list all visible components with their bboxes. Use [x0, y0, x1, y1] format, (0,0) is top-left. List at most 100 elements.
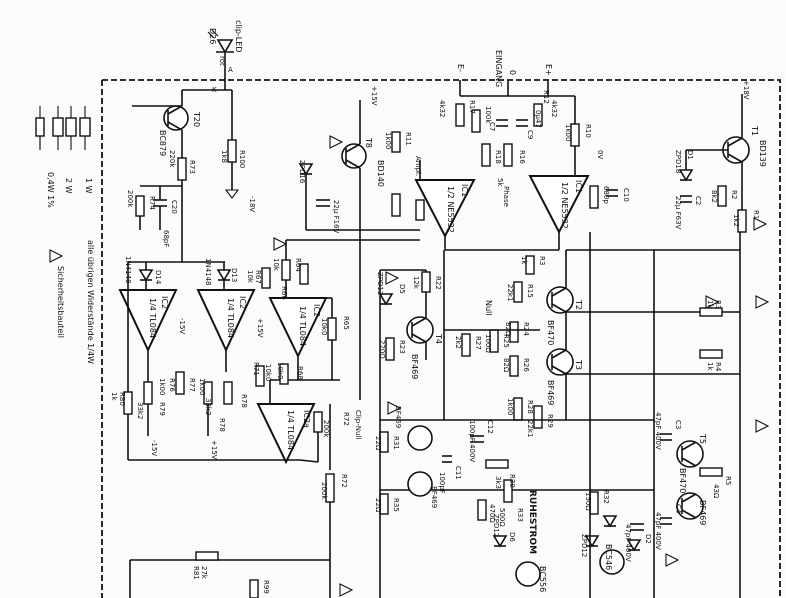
svg-text:12k: 12k — [412, 276, 420, 290]
svg-text:47pF 400V: 47pF 400V — [624, 524, 632, 562]
svg-text:1/4 TL084: 1/4 TL084 — [148, 298, 157, 338]
svg-text:R29: R29 — [546, 414, 554, 428]
transistor-t1: T1 BD139 +18V D1 ZPD18 C2 22μ F63V R1 1k… — [674, 80, 768, 233]
svg-text:IC2: IC2 — [160, 296, 169, 309]
safety-note: Sicherheitsbauteil — [56, 266, 65, 338]
svg-text:-15V: -15V — [150, 440, 158, 456]
svg-text:200k: 200k — [322, 420, 330, 438]
svg-text:R67: R67 — [254, 270, 262, 284]
svg-text:R31: R31 — [392, 436, 400, 450]
svg-text:10k: 10k — [246, 270, 254, 284]
rot-label: rot — [218, 56, 226, 66]
svg-text:22k1: 22k1 — [506, 284, 514, 301]
svg-text:ZPD18: ZPD18 — [674, 150, 682, 173]
svg-text:200k: 200k — [320, 482, 328, 500]
svg-text:1N4148: 1N4148 — [204, 258, 212, 286]
diodes-d14-d13: D14 1N4148 D13 1N4148 — [124, 256, 238, 286]
svg-text:0μ47: 0μ47 — [534, 110, 542, 128]
svg-text:5k: 5k — [496, 178, 504, 187]
svg-text:BF469: BF469 — [394, 406, 402, 428]
transistor-t2: T2 BF470 — [546, 250, 583, 345]
svg-text:BD140: BD140 — [376, 160, 385, 187]
svg-text:BD139: BD139 — [758, 140, 767, 167]
svg-text:BC879: BC879 — [158, 130, 167, 156]
resistor-r100: R100 1k8 -18V — [220, 90, 256, 212]
svg-text:R28: R28 — [526, 400, 534, 414]
svg-text:BF469: BF469 — [430, 486, 438, 508]
svg-text:R64: R64 — [294, 258, 302, 272]
opamp-ic2a: 1/4 TL084 IC2a R71 10k0 R68 10k0 R72 200… — [252, 362, 362, 598]
svg-text:C4: C4 — [674, 504, 682, 514]
svg-text:R18: R18 — [494, 150, 502, 164]
svg-text:1k00: 1k00 — [506, 398, 514, 415]
svg-text:C11: C11 — [454, 466, 462, 480]
svg-text:R80: R80 — [118, 392, 126, 406]
svg-text:R22: R22 — [434, 276, 442, 290]
svg-text:T1: T1 — [750, 125, 759, 136]
r74-c20: R74 200k C20 68pF — [126, 185, 182, 247]
input-section: EINGANG E- E+ 0 4k32 R17 R12 4k32 100k R… — [438, 50, 558, 207]
svg-text:EINGANG: EINGANG — [494, 50, 503, 87]
svg-text:220k: 220k — [168, 150, 176, 168]
transistor-t8: T8 BD140 +15V — [341, 86, 385, 230]
svg-text:-15V: -15V — [178, 318, 186, 334]
svg-text:Phase: Phase — [502, 186, 510, 207]
svg-text:R16: R16 — [518, 150, 526, 164]
svg-text:200k: 200k — [126, 190, 134, 208]
svg-text:1k: 1k — [520, 256, 528, 265]
svg-text:10k: 10k — [272, 258, 280, 272]
svg-text:D13: D13 — [230, 268, 238, 282]
svg-text:ZPD16: ZPD16 — [298, 160, 306, 184]
svg-text:R17: R17 — [468, 100, 476, 114]
svg-text:IC1: IC1 — [574, 180, 583, 193]
svg-text:IC2a: IC2a — [302, 410, 311, 428]
svg-text:ZPD12: ZPD12 — [492, 514, 500, 537]
svg-text:1/4 TL084: 1/4 TL084 — [298, 306, 307, 346]
svg-text:470Ω: 470Ω — [488, 504, 496, 523]
svg-text:100pF 400V: 100pF 400V — [468, 420, 476, 462]
transistor-t20: T20 BC879 — [132, 89, 232, 160]
misc-wiring — [359, 230, 591, 598]
svg-text:Clip-Null: Clip-Null — [354, 410, 362, 439]
svg-text:D14: D14 — [154, 270, 162, 285]
svg-text:R4: R4 — [714, 362, 722, 372]
svg-text:R66: R66 — [280, 286, 288, 300]
svg-text:BF470: BF470 — [546, 320, 555, 345]
transistor-t6: BF469 C4 47pF 400V — [654, 492, 707, 550]
svg-text:1k00: 1k00 — [198, 378, 206, 395]
bias-section: BF469 BF469 R31 22Ω R35 22Ω C11 100pF C1… — [374, 401, 654, 554]
bottom-left: R81 27k R99 — [129, 551, 354, 598]
d26-label: D26 — [208, 28, 217, 44]
svg-text:C9: C9 — [526, 130, 534, 139]
svg-text:BC556: BC556 — [538, 566, 547, 592]
svg-text:T2: T2 — [574, 299, 583, 310]
svg-text:R11: R11 — [404, 132, 412, 146]
svg-text:R100: R100 — [238, 150, 246, 168]
svg-text:47pF 400V: 47pF 400V — [654, 412, 662, 450]
svg-text:C10: C10 — [622, 188, 630, 202]
svg-text:1k8: 1k8 — [220, 150, 228, 163]
null-trim: Null R15 22k1 R24 82Ω R26 82Ω R25 100Ω R… — [444, 255, 554, 437]
svg-text:10k0: 10k0 — [264, 364, 272, 381]
svg-text:100Ω: 100Ω — [484, 334, 492, 353]
svg-text:10k0: 10k0 — [320, 318, 328, 335]
svg-text:BC546: BC546 — [604, 544, 613, 570]
svg-text:D1: D1 — [686, 150, 694, 160]
svg-text:R68: R68 — [296, 366, 304, 380]
svg-text:82Ω: 82Ω — [504, 322, 512, 337]
svg-text:22μ F16V: 22μ F16V — [332, 200, 340, 234]
svg-text:C12: C12 — [486, 420, 494, 434]
transistor-t5: T5 BF470 C3 47pF 400V — [654, 412, 707, 493]
svg-text:R72: R72 — [342, 412, 350, 426]
svg-text:+15V: +15V — [256, 318, 264, 338]
svg-text:R32: R32 — [602, 490, 610, 504]
svg-text:0: 0 — [508, 70, 517, 75]
svg-text:R76: R76 — [168, 378, 176, 392]
svg-text:BF470: BF470 — [678, 468, 687, 493]
svg-text:1k2: 1k2 — [732, 214, 740, 227]
zener-d12: ZPD16 22μ F16V — [298, 160, 420, 234]
svg-text:43Ω: 43Ω — [712, 484, 720, 499]
svg-text:R65: R65 — [342, 316, 350, 330]
svg-text:22Ω: 22Ω — [374, 498, 382, 513]
